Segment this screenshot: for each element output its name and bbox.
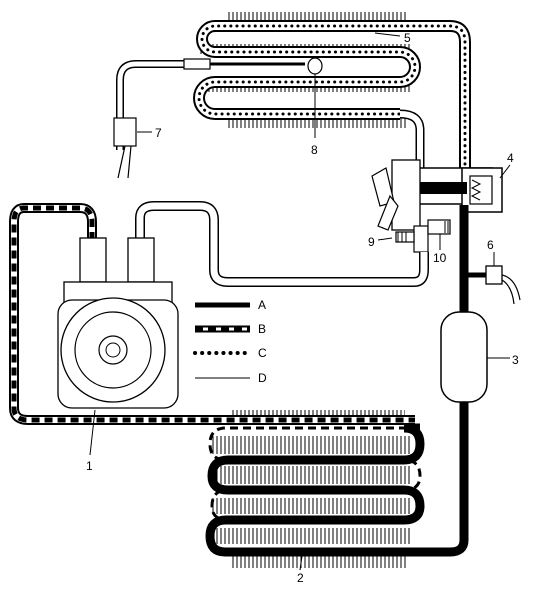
label-7: 7 <box>155 126 162 140</box>
legend-item-c: C <box>193 346 267 360</box>
label-4: 4 <box>507 151 514 165</box>
suction-line <box>135 201 429 287</box>
legend-label-b: B <box>258 322 266 336</box>
label-2: 2 <box>297 571 304 585</box>
label-1: 1 <box>86 459 93 473</box>
evaporator <box>193 12 425 168</box>
discharge-line <box>9 203 415 425</box>
legend: A B C D <box>193 298 267 385</box>
label-8: 8 <box>311 143 318 157</box>
component-labels: 1 2 3 4 5 6 7 8 9 10 <box>86 31 519 585</box>
leader-lines <box>299 32 401 571</box>
legend-label-c: C <box>258 346 267 360</box>
legend-label-d: D <box>258 371 267 385</box>
legend-item-a: A <box>195 298 266 312</box>
label-5: 5 <box>404 31 411 45</box>
legend-item-d: D <box>195 371 267 385</box>
label-3: 3 <box>512 353 519 367</box>
legend-item-b: B <box>195 322 266 336</box>
label-10: 10 <box>433 251 447 265</box>
label-9: 9 <box>368 235 375 249</box>
legend-label-a: A <box>258 298 266 312</box>
expansion-valve <box>371 159 511 253</box>
label-6: 6 <box>487 238 494 252</box>
high-pressure-liquid-line <box>205 205 521 557</box>
sensing-bulb <box>113 57 323 179</box>
compressor <box>57 237 179 456</box>
low-pressure-vapor-line <box>418 20 471 192</box>
